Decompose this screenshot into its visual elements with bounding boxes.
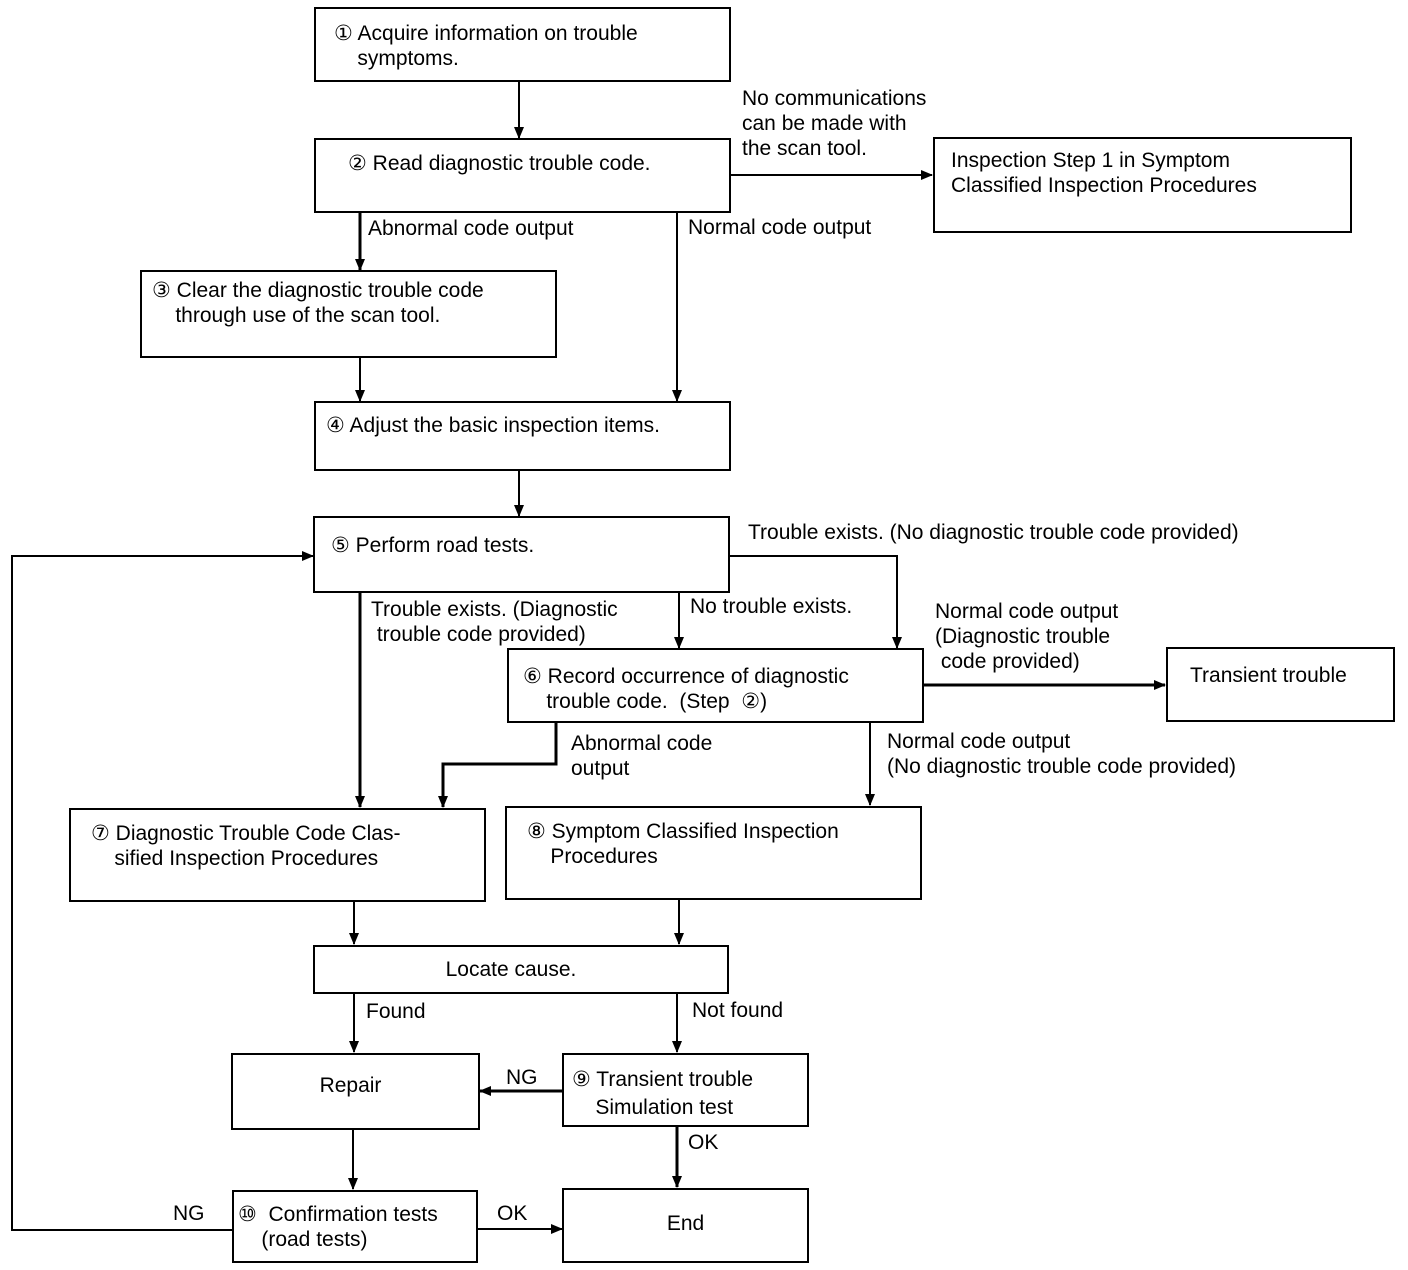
- label-normal-code-dtc-provided: Normal code output (Diagnostic trouble c…: [935, 600, 1119, 673]
- step3-clear-code-box: ③ Clear the diagnostic trouble code thro…: [140, 270, 557, 358]
- step6-record-code-box: ⑥ Record occurrence of diagnostic troubl…: [507, 648, 924, 723]
- step5-road-tests-box: ⑤ Perform road tests.: [313, 516, 730, 593]
- label-abnormal-code-output: Abnormal code output: [368, 217, 574, 240]
- label-no-communications: No communications can be made with the s…: [742, 87, 927, 160]
- label-trouble-exists-dtc: Trouble exists. (Diagnostic trouble code…: [371, 598, 618, 646]
- label-abnormal-code-output-2: Abnormal code output: [571, 732, 713, 780]
- inspection-step1-box: Inspection Step 1 in Symptom Classified …: [933, 137, 1352, 233]
- step10-confirmation-tests-box: ⑩ Confirmation tests (road tests): [232, 1190, 478, 1263]
- label-not-found: Not found: [692, 999, 784, 1022]
- end-box: End: [562, 1188, 809, 1263]
- label-trouble-exists-no-dtc: Trouble exists. (No diagnostic trouble c…: [748, 521, 1239, 544]
- step2-read-code-box: ② Read diagnostic trouble code.: [314, 138, 731, 213]
- arrow-10-loop-to-5: [11, 551, 314, 1231]
- label-normal-code-no-dtc: Normal code output (No diagnostic troubl…: [887, 730, 1237, 778]
- arrow-6-to-7: [438, 723, 558, 808]
- repair-box: Repair: [231, 1053, 480, 1130]
- step4-adjust-items-box: ④ Adjust the basic inspection items.: [314, 401, 731, 471]
- transient-trouble-box: Transient trouble: [1166, 647, 1395, 722]
- label-found: Found: [366, 1000, 426, 1023]
- locate-cause-box: Locate cause.: [313, 945, 729, 994]
- step9-simulation-test-box: ⑨ Transient trouble Simulation test: [562, 1053, 809, 1127]
- step8-symptom-procedures-box: ⑧ Symptom Classified Inspection Procedur…: [505, 806, 922, 900]
- label-no-trouble-exists: No trouble exists.: [690, 595, 853, 618]
- label-ok-to-end: OK: [688, 1131, 719, 1154]
- step7-dtc-procedures-box: ⑦ Diagnostic Trouble Code Clas- sified I…: [69, 808, 486, 902]
- label-ng-to-repair: NG: [506, 1066, 538, 1089]
- step1-acquire-info-box: ① Acquire information on trouble symptom…: [314, 7, 731, 82]
- label-ok-confirm: OK: [497, 1202, 528, 1225]
- arrow-5-to-6-trouble: [728, 555, 902, 649]
- label-ng-loop: NG: [173, 1202, 205, 1225]
- label-normal-code-output: Normal code output: [688, 216, 872, 239]
